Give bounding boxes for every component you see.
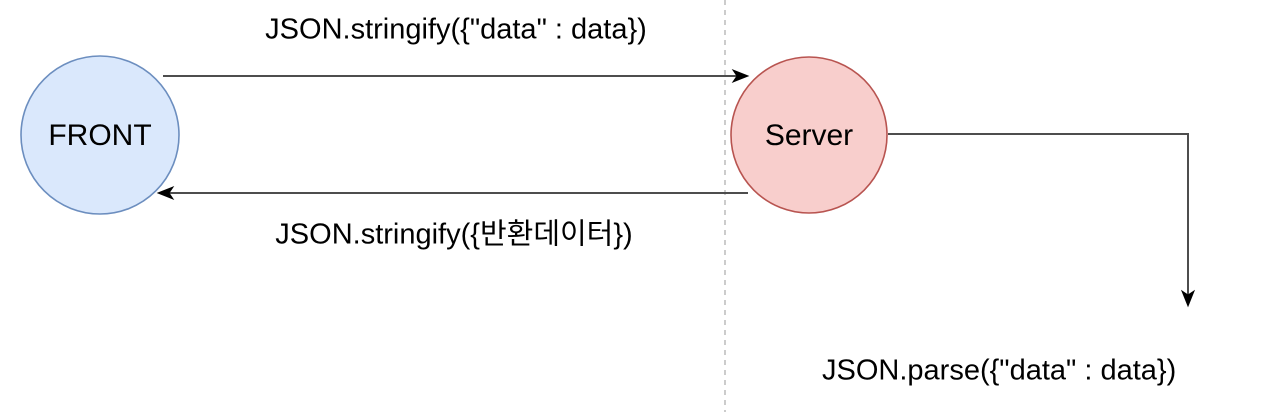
edge-response-label: JSON.stringify({반환데이터})	[275, 218, 632, 251]
node-server[interactable]: Server	[730, 56, 888, 214]
edge-request: JSON.stringify({"data" : data})	[163, 14, 750, 84]
front-label: FRONT	[48, 119, 151, 152]
server-label: Server	[765, 119, 853, 152]
arrow-right-icon	[731, 68, 750, 84]
node-front[interactable]: FRONT	[20, 55, 180, 215]
edge-parse-line	[888, 133, 1189, 300]
front-circle[interactable]	[20, 55, 180, 215]
edge-parse-label: JSON.parse({"data" : data})	[822, 355, 1176, 387]
edge-response: JSON.stringify({반환데이터})	[156, 185, 748, 251]
edge-parse: JSON.parse({"data" : data})	[822, 133, 1196, 387]
arrow-left-icon	[156, 185, 175, 201]
edge-request-label: JSON.stringify({"data" : data})	[265, 14, 647, 46]
server-circle[interactable]	[730, 56, 888, 214]
arrow-down-icon	[1180, 289, 1196, 308]
